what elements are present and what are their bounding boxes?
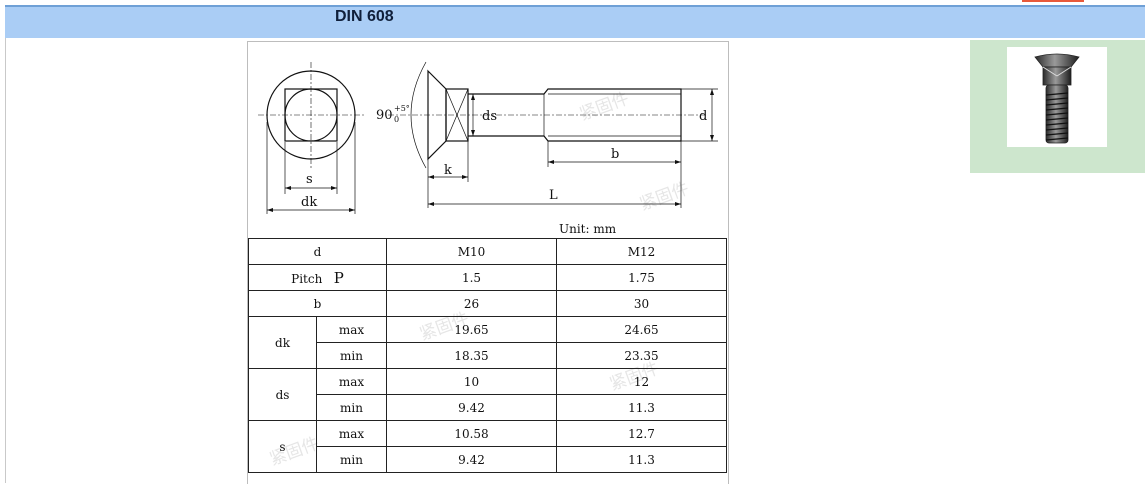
dk-max-m10: 19.65 (386, 316, 557, 343)
table-row: min 9.42 11.3 (249, 394, 727, 421)
s-label: s (248, 420, 317, 473)
ds-max-label: max (316, 368, 387, 395)
b-label: b (248, 290, 387, 317)
table-row: s max 10.58 12.7 (248, 420, 727, 473)
pitch-m10: 1.5 (386, 264, 557, 291)
table-row: ds max 10 12 (248, 368, 727, 421)
table-row: min 18.35 23.35 (249, 342, 727, 369)
pitch-label: Pitch (291, 271, 323, 286)
s-max-m10: 10.58 (386, 420, 557, 447)
content-left-border (5, 38, 6, 483)
dk-label: dk (248, 316, 317, 369)
size-m10-header: M10 (386, 238, 557, 265)
product-photo[interactable] (1007, 47, 1107, 147)
square-neck (445, 88, 469, 142)
ds-min-m10: 9.42 (386, 394, 557, 421)
header-d-cell: d (248, 238, 387, 265)
s-min-m12: 11.3 (556, 446, 727, 473)
dk-max-label: max (316, 316, 387, 343)
ds-max-m12: 12 (556, 368, 727, 395)
label-k: k (444, 163, 452, 178)
ds-min-label: min (316, 394, 387, 421)
s-min-m10: 9.42 (386, 446, 557, 473)
pitch-m12: 1.75 (556, 264, 727, 291)
table-row: min 9.42 11.3 (249, 446, 727, 473)
shank-outline (468, 88, 682, 142)
ds-label: ds (248, 368, 317, 421)
table-row: Pitch P 1.5 1.75 (248, 264, 727, 291)
ds-max-m10: 10 (386, 368, 557, 395)
label-angle: 90 (376, 108, 393, 123)
label-dk: dk (301, 195, 317, 210)
dk-min-m12: 23.35 (556, 342, 727, 369)
dk-min-m10: 18.35 (386, 342, 557, 369)
b-m10: 26 (386, 290, 557, 317)
label-s: s (306, 172, 313, 187)
b-m12: 30 (556, 290, 727, 317)
s-max-label: max (316, 420, 387, 447)
label-angle-sub: 0 (394, 115, 399, 124)
page-title: DIN 608 (335, 8, 394, 25)
label-d: d (699, 109, 707, 124)
unit-label: Unit: mm (559, 222, 617, 236)
dk-max-m12: 24.65 (556, 316, 727, 343)
accent-tab (1022, 0, 1084, 2)
bolt-drawing: s dk 90 +5° 0 ds d b k L (258, 61, 718, 214)
label-b: b (611, 147, 619, 162)
bolt-photo-image (1034, 53, 1080, 144)
title-bar (5, 7, 1145, 38)
s-min-label: min (316, 446, 387, 473)
table-row: dk max 19.65 24.65 (248, 316, 727, 369)
spec-table: d M10 M12 Pitch P 1.5 1.75 b 26 30 dk ma… (248, 238, 727, 473)
label-ds: ds (482, 109, 497, 124)
table-row: d M10 M12 (248, 238, 727, 265)
pitch-label-cell: Pitch P (248, 264, 387, 291)
s-max-m12: 12.7 (556, 420, 727, 447)
ds-min-m12: 11.3 (556, 394, 727, 421)
pitch-symbol: P (333, 268, 344, 287)
dk-min-label: min (316, 342, 387, 369)
spec-panel: 紧固件 紧固件 紧固件 紧固件 紧固件 (247, 41, 729, 484)
label-L: L (549, 188, 558, 203)
label-angle-sup: +5° (394, 104, 410, 113)
top-rule (5, 5, 1145, 7)
size-m12-header: M12 (556, 238, 727, 265)
table-row: b 26 30 (248, 290, 727, 317)
